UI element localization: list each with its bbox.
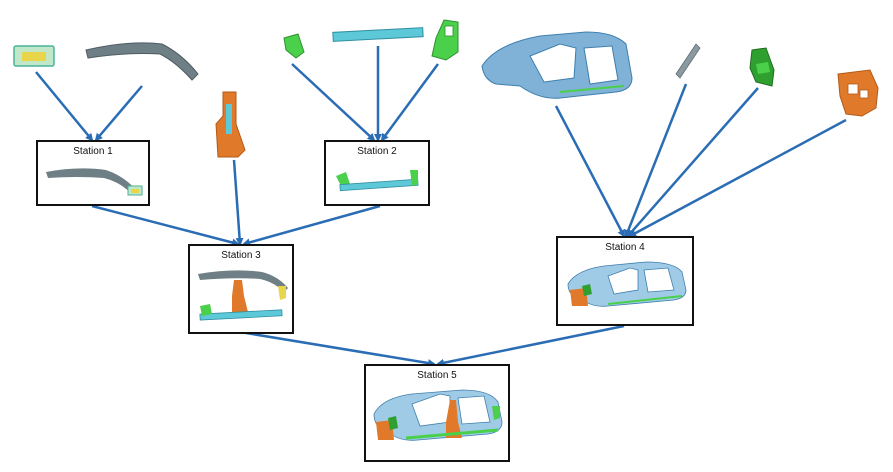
station-1-label: Station 1 [73,146,113,157]
station-3-box: Station 3 [188,244,294,334]
station-2-box: Station 2 [324,140,430,206]
arrows [35,46,847,367]
corner-bracket-part [283,33,305,59]
station-4-label: Station 4 [605,242,645,253]
arrow-b-pillar-to-station-3 [232,159,244,246]
sill-rail-part [332,27,424,42]
wheelhouse-part [749,47,775,87]
station-3-label: Station 3 [221,250,261,261]
arrow-corner-bracket-to-station-2 [291,63,376,142]
station-2-assembly-image [336,170,419,192]
station-1-assembly-image [46,168,143,196]
roof-rail-part [85,42,199,81]
arrow-station-4-to-station-5 [436,324,625,367]
arrow-strip-to-station-4 [624,83,688,238]
arrow-gusset-to-station-2 [380,63,440,142]
rear-inner-panel-part [837,69,879,117]
station-5-box: Station 5 [364,364,510,462]
arrow-rear-inner-to-station-4 [628,118,847,238]
gusset-part [431,19,459,61]
b-pillar-part [215,91,246,158]
arrow-bracket-to-station-1 [35,71,94,142]
station-4-box: Station 4 [556,236,694,326]
station-3-assembly-image [198,270,288,321]
arrow-wheelhouse-to-station-4 [626,87,759,238]
arrow-station-3-to-station-5 [239,330,436,367]
station-2-label: Station 2 [357,146,397,157]
arrow-body-side-to-station-4 [554,105,626,238]
body-side-panel-part [481,31,633,99]
bracket-part [13,45,55,67]
strip-part [675,43,701,79]
station-1-box: Station 1 [36,140,150,206]
arrow-station-1-to-station-3 [91,204,240,247]
station-5-assembly-image [373,389,503,441]
arrow-roof-rail-to-station-1 [94,85,143,142]
arrow-station-2-to-station-3 [242,204,381,247]
station-5-label: Station 5 [417,370,457,381]
station-4-assembly-image [567,261,687,307]
